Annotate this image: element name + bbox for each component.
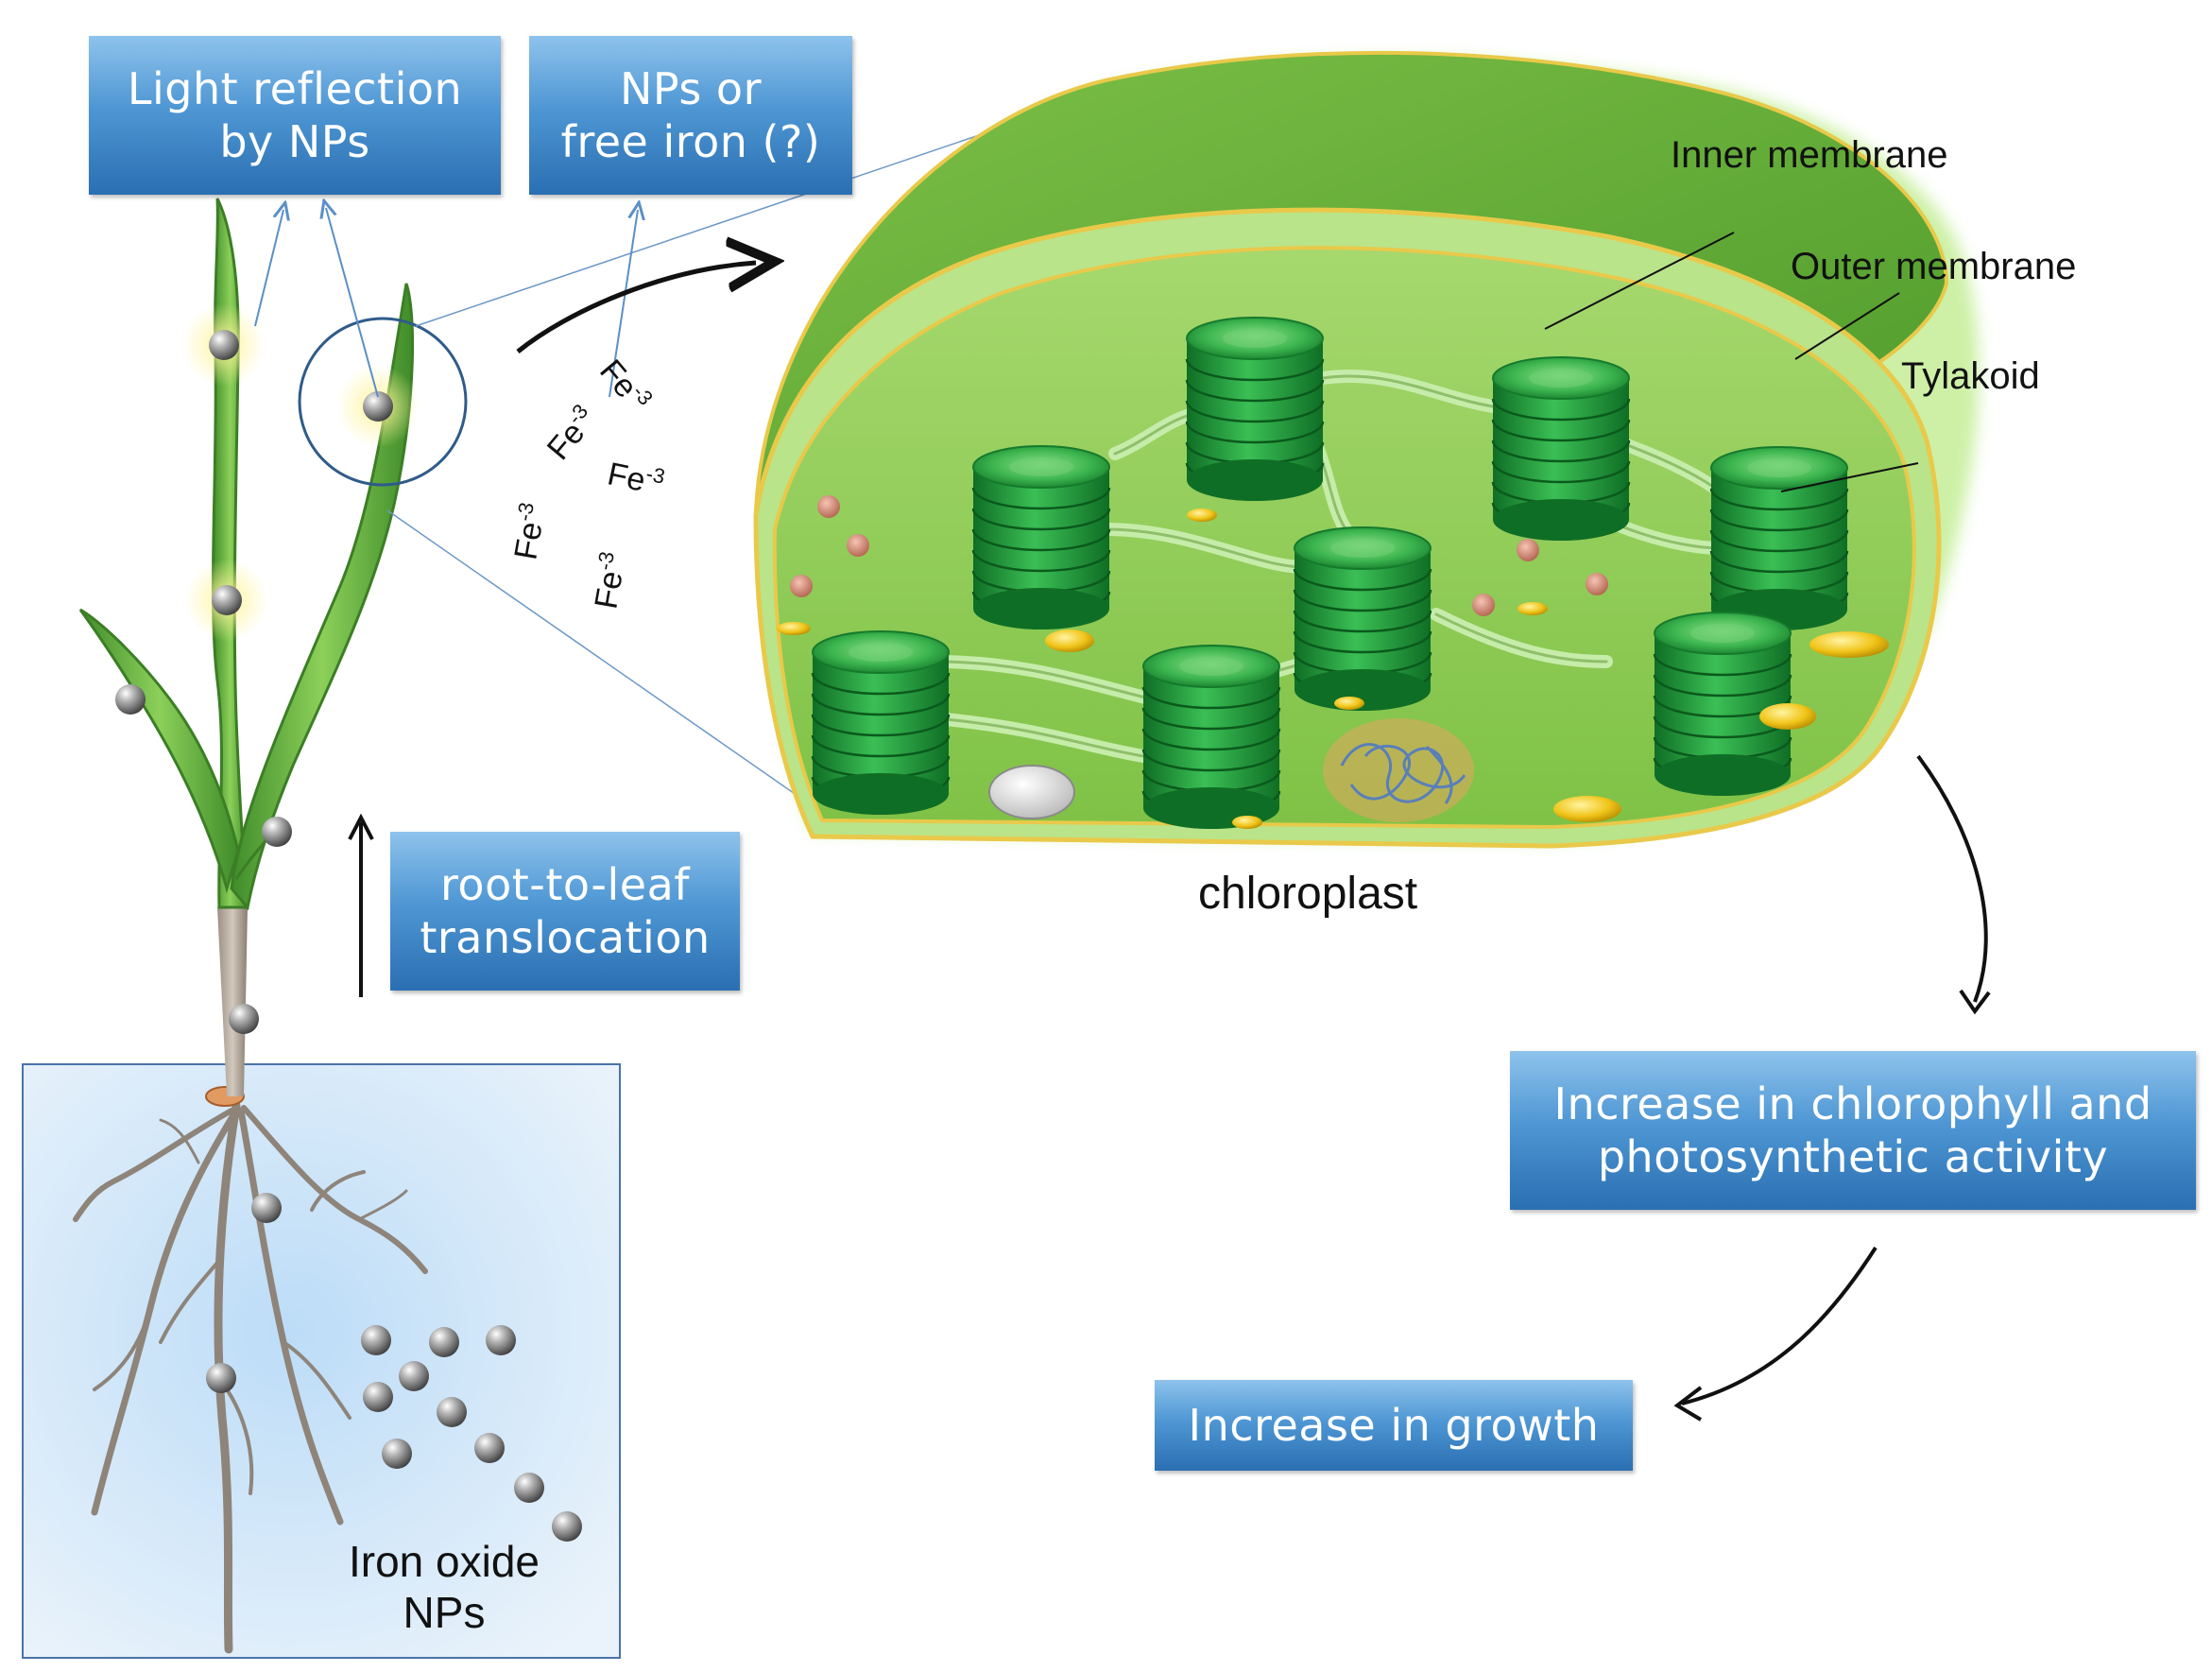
arrow-to-chloroplast: [516, 263, 756, 353]
plant-leaves: [78, 198, 415, 911]
iron-oxide-line-1: Iron oxide: [348, 1537, 540, 1586]
increase-chlorophyll-line-2: photosynthetic activity: [1597, 1131, 2109, 1182]
outer-membrane-label: Outer membrane: [1791, 246, 2077, 287]
granum-1: [1185, 316, 1325, 503]
granum-6: [1653, 611, 1792, 798]
granum-3: [971, 444, 1111, 631]
granum-8: [1141, 644, 1281, 831]
iron-oxide-line-2: NPs: [403, 1588, 486, 1638]
light-reflection-line-1: Light reflection: [127, 62, 463, 114]
root-zone-box: [22, 1063, 621, 1659]
arrow-to-chlorophyll: [1916, 754, 1988, 1003]
starch-grain: [988, 765, 1075, 819]
root-to-leaf-line-1: root-to-leaf: [440, 858, 690, 910]
increase-growth-box: Increase in growth: [1155, 1380, 1633, 1471]
granum-4: [1709, 445, 1849, 632]
nps-free-iron-box: NPs or free iron (?): [529, 36, 852, 195]
light-reflection-line-2: by NPs: [219, 116, 370, 167]
increase-chlorophyll-box: Increase in chlorophyll and photosynthet…: [1510, 1051, 2196, 1210]
root-to-leaf-line-2: translocation: [420, 912, 711, 963]
inner-membrane-label: Inner membrane: [1671, 134, 1948, 176]
chloroplast-illustration: [753, 50, 1980, 849]
arrow-to-growth: [1681, 1246, 1878, 1405]
increase-growth-text: Increase in growth: [1188, 1399, 1600, 1451]
plant-stem: [217, 907, 248, 1096]
granum-2: [1491, 355, 1631, 543]
zoom-circle: [298, 317, 468, 487]
chloroplast-label: chloroplast: [1198, 869, 1418, 919]
iron-oxide-nps-label: Iron oxide NPs: [321, 1536, 567, 1639]
nps-free-iron-line-2: free iron (?): [560, 116, 821, 167]
granum-7: [811, 629, 951, 817]
dna-nucleoid: [1323, 718, 1474, 822]
root-to-leaf-box: root-to-leaf translocation: [390, 832, 740, 991]
nps-free-iron-line-1: NPs or: [620, 62, 762, 114]
plant-roots: [73, 1101, 428, 1654]
granum-5: [1293, 526, 1432, 713]
tylakoid-label: Tylakoid: [1901, 355, 2040, 397]
light-reflection-box: Light reflection by NPs: [89, 36, 501, 195]
increase-chlorophyll-line-1: Increase in chlorophyll and: [1553, 1077, 2152, 1129]
ribosomes: [790, 495, 1608, 616]
plastoglobuli: [777, 508, 1889, 829]
